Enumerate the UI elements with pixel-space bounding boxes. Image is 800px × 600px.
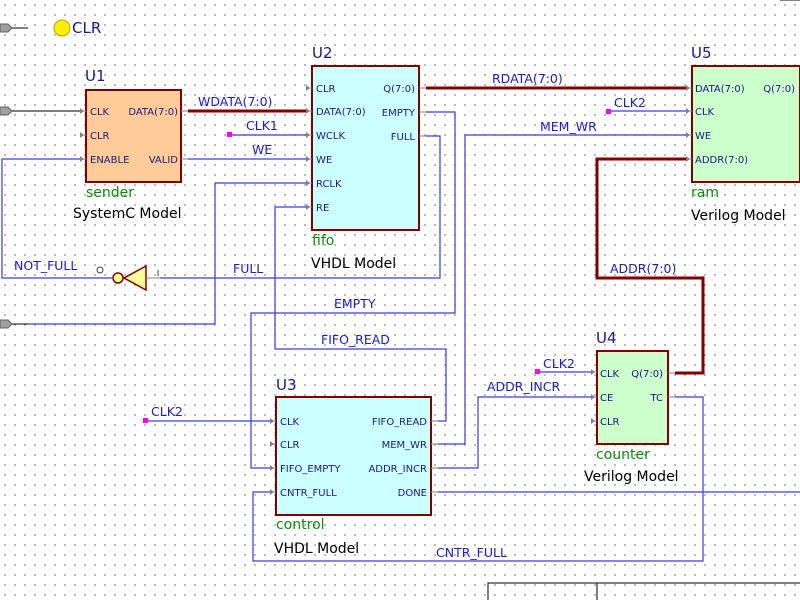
u1-port-valid: VALID — [149, 155, 179, 166]
u1-ref: U1 — [85, 67, 106, 85]
input-connector-clr[interactable] — [0, 23, 28, 33]
u1-instance: sender — [86, 185, 134, 201]
u3-port-mem-wr: MEM_WR — [382, 440, 427, 451]
u2-port-re: RE — [316, 203, 329, 214]
net-label-we[interactable]: WE — [252, 142, 272, 157]
u4-port-ce: CE — [600, 393, 613, 404]
input-connector-empty[interactable] — [0, 319, 28, 329]
pin-marker-clk2-u5 — [606, 109, 611, 114]
u4-model: Verilog Model — [584, 469, 679, 485]
u5-instance: ram — [691, 185, 719, 201]
pin-marker-clk2-u4 — [535, 369, 540, 374]
net-label-cntr-full[interactable]: CNTR_FULL — [436, 545, 507, 560]
net-label-addr[interactable]: ADDR(7:0) — [610, 261, 676, 276]
net-label-mem-wr[interactable]: MEM_WR — [540, 119, 597, 134]
u5-port-q: Q(7:0) — [763, 84, 795, 95]
pin-marker-clk1 — [227, 132, 232, 137]
net-label-wdata[interactable]: WDATA(7:0) — [198, 94, 272, 109]
u2-port-empty: EMPTY — [382, 108, 416, 119]
component-u1-sender[interactable]: CLK CLR ENABLE DATA(7:0) VALID — [80, 89, 188, 183]
u3-port-clr: CLR — [280, 440, 300, 451]
u1-port-enable: ENABLE — [90, 155, 129, 166]
u3-port-fifo-empty: FIFO_EMPTY — [280, 464, 341, 475]
component-u5-ram[interactable]: DATA(7:0) CLK WE ADDR(7:0) Q(7:0) — [686, 65, 800, 183]
u4-port-clr: CLR — [600, 417, 620, 428]
u5-port-addr: ADDR(7:0) — [695, 155, 748, 166]
u2-port-rclk: RCLK — [316, 179, 342, 190]
net-label-fifo-read[interactable]: FIFO_READ — [321, 332, 390, 347]
u4-port-clk: CLK — [600, 369, 620, 380]
u2-port-data: DATA(7:0) — [316, 107, 366, 118]
u2-port-full: FULL — [391, 132, 416, 143]
u4-port-q: Q(7:0) — [631, 369, 663, 380]
component-u2-fifo[interactable]: CLR DATA(7:0) WCLK WE RCLK RE Q(7:0) EMP… — [306, 65, 426, 231]
buses — [188, 86, 705, 375]
u3-instance: control — [276, 517, 325, 533]
u5-port-we: WE — [695, 131, 711, 142]
net-label-not-full[interactable]: NOT_FULL — [14, 258, 77, 273]
u5-model: Verilog Model — [691, 208, 786, 224]
power-label-clr: CLR — [72, 19, 101, 37]
u1-model: SystemC Model — [73, 206, 181, 222]
net-label-empty[interactable]: EMPTY — [334, 296, 376, 311]
net-label-full[interactable]: FULL — [233, 261, 263, 276]
input-connector-clk[interactable] — [0, 106, 28, 116]
u4-ref: U4 — [596, 329, 617, 347]
net-label-clk2-u4[interactable]: CLK2 — [543, 356, 575, 371]
u3-port-clk: CLK — [280, 417, 300, 428]
u1-port-data: DATA(7:0) — [128, 107, 178, 118]
u5-port-data: DATA(7:0) — [695, 84, 745, 95]
u5-ref: U5 — [691, 44, 712, 62]
u3-ref: U3 — [276, 376, 297, 394]
u3-port-fifo-read: FIFO_READ — [372, 417, 427, 428]
u2-port-q: Q(7:0) — [383, 84, 415, 95]
inverter-not-full[interactable] — [96, 264, 160, 292]
u2-model: VHDL Model — [311, 256, 396, 272]
u2-port-clr: CLR — [316, 84, 336, 95]
u2-port-wclk: WCLK — [316, 131, 345, 142]
u5-port-clk: CLK — [695, 107, 715, 118]
net-label-clk1[interactable]: CLK1 — [246, 118, 278, 133]
power-symbol-clr[interactable] — [53, 19, 71, 37]
u4-port-tc: TC — [649, 393, 663, 404]
u3-port-cntr-full: CNTR_FULL — [280, 488, 337, 499]
u2-instance: fifo — [312, 233, 334, 249]
net-label-addr-incr[interactable]: ADDR_INCR — [487, 379, 561, 394]
u2-ref: U2 — [312, 44, 333, 62]
u2-port-we: WE — [316, 155, 332, 166]
component-u3-control[interactable]: CLK CLR FIFO_EMPTY CNTR_FULL FIFO_READ M… — [270, 396, 438, 516]
u3-port-done: DONE — [398, 488, 427, 499]
net-label-clk2-u5[interactable]: CLK2 — [614, 95, 646, 110]
component-u4-counter[interactable]: CLK CE CLR Q(7:0) TC — [591, 350, 675, 445]
u1-port-clr: CLR — [90, 131, 110, 142]
net-label-clk2-u3[interactable]: CLK2 — [151, 404, 183, 419]
u4-instance: counter — [596, 447, 650, 463]
pin-marker-clk2-u3 — [143, 418, 148, 423]
u3-port-addr-incr: ADDR_INCR — [368, 464, 427, 475]
net-label-rdata[interactable]: RDATA(7:0) — [492, 71, 563, 86]
u1-port-clk: CLK — [90, 107, 110, 118]
u3-model: VHDL Model — [274, 541, 359, 557]
